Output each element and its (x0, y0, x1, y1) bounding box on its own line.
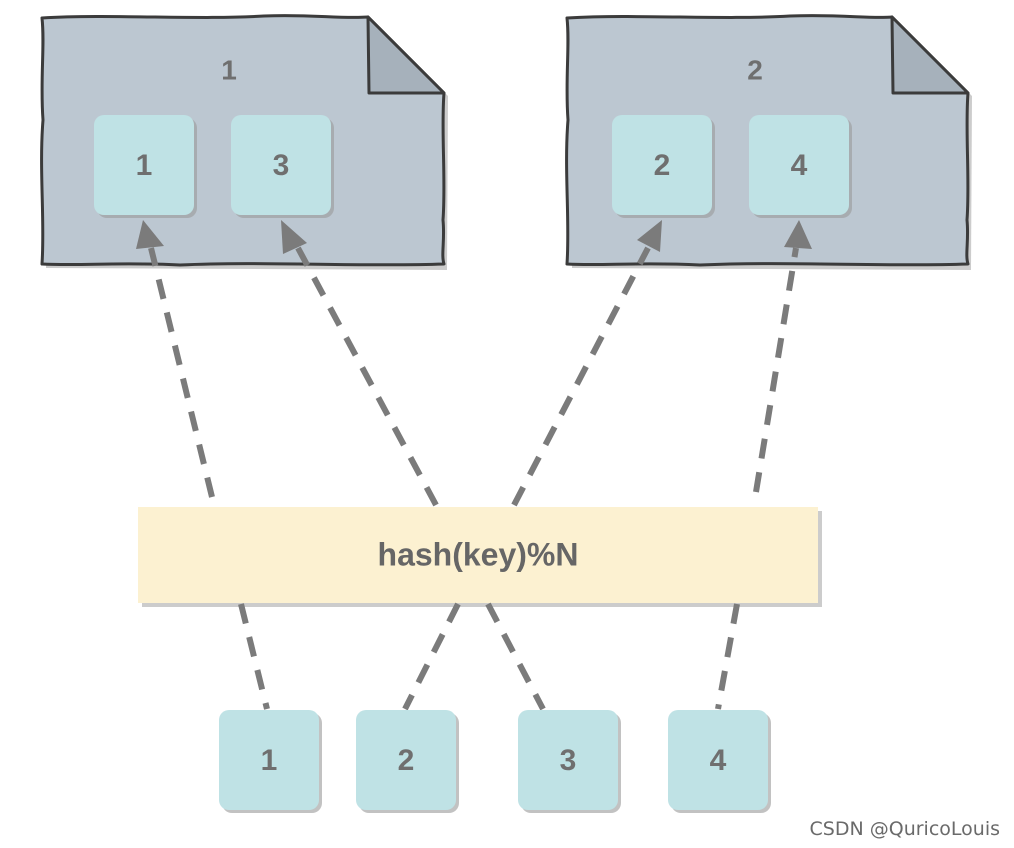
arrowhead-server-1-slot-1 (136, 220, 164, 249)
server-2-slot-2-label: 4 (791, 149, 808, 182)
arrow-to-server-1-slot-2 (295, 246, 439, 507)
server-2-slot-1: 2 (612, 115, 715, 218)
key-box-2: 2 (356, 710, 459, 813)
watermark: CSDN @QuricoLouis (809, 818, 1000, 840)
key-box-3: 3 (518, 710, 621, 813)
arrowhead-server-2-slot-1 (637, 220, 662, 252)
key-1-label: 1 (261, 744, 278, 777)
key-box-1: 1 (219, 710, 322, 813)
server-2-slot-2: 4 (749, 115, 852, 218)
key-2-label: 2 (398, 744, 415, 777)
hash-function-box: hash(key)%N (138, 507, 822, 607)
upper-arrows (148, 246, 799, 507)
server-2-fold (890, 15, 970, 95)
arrow-to-server-2-slot-1 (511, 246, 651, 507)
lower-links (238, 602, 740, 711)
server-1-label: 1 (221, 54, 237, 85)
server-1-fold (366, 15, 446, 95)
arrow-to-server-1-slot-1 (148, 247, 215, 498)
arrowhead-server-2-slot-2 (784, 220, 812, 249)
link-key-4 (715, 603, 740, 710)
upper-arrowheads (136, 220, 812, 254)
server-2: 2 2 4 (565, 14, 972, 270)
key-box-4: 4 (668, 710, 771, 813)
key-4-label: 4 (710, 744, 727, 777)
server-1-slot-2: 3 (231, 115, 334, 218)
server-1: 1 1 3 (40, 14, 448, 270)
link-key-1 (238, 603, 270, 710)
hash-function-label: hash(key)%N (378, 536, 579, 572)
arrowhead-server-1-slot-2 (281, 220, 307, 254)
server-2-slot-1-label: 2 (654, 149, 671, 182)
link-key-3 (485, 602, 546, 711)
key-3-label: 3 (560, 744, 577, 777)
server-1-slot-1: 1 (94, 115, 197, 218)
link-key-2 (402, 602, 461, 711)
server-1-slot-1-label: 1 (136, 149, 153, 182)
server-2-label: 2 (747, 54, 763, 85)
arrow-to-server-2-slot-2 (753, 247, 799, 493)
server-1-slot-2-label: 3 (273, 149, 290, 182)
